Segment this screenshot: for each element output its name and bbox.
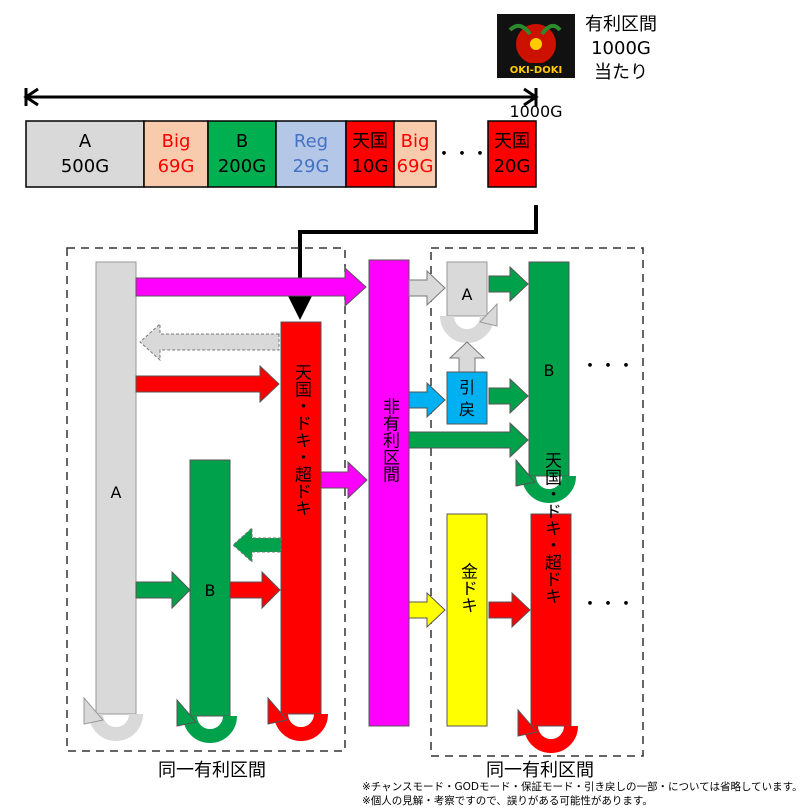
- arrow-heaven-to-nonfavorable: [320, 460, 368, 500]
- left-column-heaven-label: 天国・ドキ・超ドキ: [291, 364, 312, 517]
- segment-bar: A 500G Big 69G B 200G Reg 29G 天国 10G Big…: [25, 120, 537, 188]
- right-heaven-dots: ・・・: [581, 594, 635, 615]
- segment-heaven-2: [487, 120, 537, 188]
- segment-heaven-2-line2: 20G: [494, 156, 531, 177]
- right-column-gold: 金ドキ: [446, 513, 488, 727]
- segment-big-2-line1: Big: [401, 131, 430, 152]
- connector-arrow: [280, 205, 538, 320]
- segment-dots: ・・・: [435, 144, 489, 165]
- arrow-heaven-to-a-dotted: [139, 322, 280, 362]
- right-column-heaven: 天国・ドキ・超ドキ: [517, 452, 578, 753]
- arrow-a-to-nonfavorable: [135, 266, 367, 308]
- segment-big-2-line2: 69G: [397, 156, 434, 177]
- arrow-b-to-heaven: [229, 570, 281, 610]
- timeline-end-label: 1000G: [509, 102, 562, 121]
- okidoki-badge: OKI-DOKI: [497, 14, 575, 78]
- right-panel-border: [430, 247, 644, 757]
- segment-big-2: [393, 120, 437, 188]
- right-panel-caption: 同一有利区間: [486, 760, 594, 781]
- hiki-char-1: 引: [459, 378, 475, 397]
- right-column-b-label: B: [544, 361, 555, 380]
- right-column-b: B: [515, 261, 576, 503]
- segment-reg: [275, 120, 347, 188]
- right-box-a: A: [440, 261, 498, 343]
- timeline: [23, 87, 539, 107]
- center-column-label: 非有利区間: [379, 397, 400, 483]
- arrow-gold-to-heaven: [488, 591, 531, 629]
- arrow-nonfav-to-b: [408, 421, 529, 459]
- arrow-heaven-to-b-dotted: [232, 526, 282, 564]
- header-total: 1000G: [591, 38, 651, 59]
- left-column-a-label: A: [111, 483, 122, 502]
- hiki-char-2: 戻: [459, 400, 475, 419]
- segment-b-line2: 200G: [218, 156, 266, 177]
- center-column-nonfavorable: 非有利区間: [368, 259, 410, 727]
- right-box-hikimodoshi: 引 戻 引戻: [446, 371, 488, 425]
- right-column-heaven-label: 天国・ドキ・超ドキ: [541, 452, 562, 605]
- segment-a-line1: A: [79, 131, 92, 152]
- left-column-a: A: [83, 261, 143, 741]
- note-1: ※チャンスモード・GODモード・保証モード・引き戻しの一部・については省略してい…: [362, 780, 800, 793]
- left-column-b: B: [176, 459, 237, 743]
- segment-heaven-2-line1: 天国: [494, 131, 530, 152]
- segment-a-line2: 500G: [61, 156, 109, 177]
- arrow-hiki-to-a: [448, 341, 486, 373]
- right-box-a-label: A: [462, 285, 473, 304]
- segment-a: [25, 120, 145, 188]
- arrow-right-a-to-b: [488, 265, 529, 303]
- segment-big-1-line1: Big: [162, 131, 191, 152]
- segment-reg-line1: Reg: [294, 131, 328, 152]
- arrow-a-to-b: [135, 570, 191, 610]
- segment-b-line1: B: [236, 131, 248, 152]
- segment-big-1-line2: 69G: [158, 156, 195, 177]
- left-column-heaven: 天国・ドキ・超ドキ: [267, 321, 328, 741]
- badge-text: OKI-DOKI: [510, 65, 562, 76]
- segment-reg-line2: 29G: [293, 156, 330, 177]
- note-2: ※個人の見解・考察ですので、誤りがある可能性があります。: [362, 794, 653, 807]
- arrow-nonfav-to-gold: [408, 591, 446, 629]
- arrow-hiki-to-b: [488, 377, 529, 415]
- left-panel-caption: 同一有利区間: [158, 760, 266, 781]
- segment-heaven-1-line2: 10G: [352, 156, 389, 177]
- right-b-dots: ・・・: [581, 356, 635, 377]
- right-column-gold-label: 金ドキ: [457, 562, 478, 613]
- arrow-a-to-heaven: [135, 364, 280, 404]
- arrow-nonfav-to-hiki: [408, 381, 446, 419]
- segment-big-1: [143, 120, 209, 188]
- left-column-b-label: B: [205, 581, 216, 600]
- header-result: 当たり: [594, 62, 648, 83]
- arrow-nonfav-to-right-a: [408, 269, 446, 307]
- header-title: 有利区間: [585, 14, 657, 35]
- segment-heaven-1-line1: 天国: [352, 131, 388, 152]
